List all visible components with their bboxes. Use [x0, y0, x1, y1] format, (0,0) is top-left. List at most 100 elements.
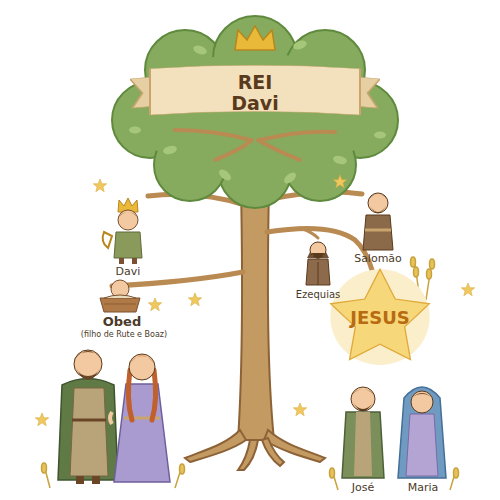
jose-figure-part — [351, 389, 375, 396]
figure-name: Davi — [116, 266, 141, 278]
rute-figure-part — [114, 384, 170, 482]
obed-figure-part — [100, 298, 140, 312]
davi-figure — [103, 198, 142, 264]
ezequias-figure — [306, 242, 330, 285]
sparkle-stars — [35, 175, 474, 426]
tree-foliage-part-part — [217, 167, 233, 182]
ezequias-figure-part — [310, 242, 326, 258]
figure-name: Maria — [408, 482, 439, 494]
tree-foliage-part-part — [175, 130, 250, 140]
tree-foliage-part-part — [292, 39, 308, 51]
crown-icon — [235, 26, 275, 50]
maria-figure-part — [398, 387, 446, 478]
figure-name: José — [352, 482, 374, 494]
tree-foliage-part-part — [129, 127, 141, 134]
wheat-decoration-part — [180, 464, 185, 474]
tree-foliage — [112, 16, 398, 208]
maria-figure — [398, 387, 446, 478]
sparkle-stars-part — [461, 283, 474, 296]
node-text-group: JESUS — [350, 308, 410, 328]
jose-figure-part — [342, 412, 384, 478]
davi-figure-part — [132, 258, 137, 264]
salomao-figure-part — [365, 229, 391, 232]
banner-title: REI Davi — [224, 72, 287, 114]
sparkle-stars-part — [333, 175, 346, 188]
tree-foliage-part — [112, 16, 398, 208]
wheat-decoration-part — [454, 468, 459, 478]
rute-figure — [110, 354, 170, 482]
figure-name: Ezequias — [296, 289, 341, 300]
rute-figure-part — [129, 354, 155, 380]
tree-trunk-part — [185, 430, 246, 462]
boaz-figure-part — [74, 351, 102, 360]
salomao-figure-part — [368, 193, 388, 213]
obed-figure-part — [104, 304, 136, 305]
jose-figure — [342, 387, 384, 478]
ribbon-band — [150, 65, 360, 115]
figure-note: (filho de Rute e Boaz) — [81, 331, 167, 340]
star-glow — [330, 269, 429, 365]
davi-figure-part — [118, 210, 138, 230]
figure-name: Obed — [103, 315, 141, 329]
figure-name: Salomão — [354, 253, 402, 265]
tree-branches-part — [300, 228, 318, 238]
boaz-figure-part — [92, 476, 100, 484]
wheat-decoration-part — [414, 267, 419, 277]
wheat-decoration-part — [330, 468, 335, 478]
tree-foliage-part-part — [258, 140, 300, 160]
salomao-figure-part — [368, 194, 388, 200]
salomao-figure — [363, 193, 393, 250]
node-text-group: REI Davi — [224, 72, 287, 114]
title-banner: REI Davi — [130, 64, 380, 122]
boaz-figure-part — [72, 419, 106, 422]
salomao-figure-part — [363, 215, 393, 250]
maria-figure-part — [412, 393, 432, 398]
rute-figure-part — [128, 370, 132, 420]
boaz-figure-part — [70, 388, 108, 476]
davi-figure-part — [103, 232, 112, 248]
davi-figure-part — [118, 212, 138, 218]
rute-figure-part — [152, 370, 156, 420]
sparkle-stars-part — [93, 179, 106, 192]
sparkle-stars-part — [293, 403, 306, 416]
wheat-decoration-part — [427, 269, 432, 279]
tree-foliage-part — [135, 53, 375, 177]
obed-figure — [100, 280, 140, 312]
wheat-decoration-part — [430, 259, 435, 269]
tree-foliage-part-part — [260, 132, 335, 140]
tree-foliage-part-part — [215, 140, 252, 160]
tree-foliage-part — [175, 130, 335, 160]
boaz-figure — [58, 350, 118, 484]
wheat-decoration-part — [411, 257, 416, 267]
star-label: JESUS — [350, 308, 410, 328]
jesus-star: JESUS — [326, 262, 434, 366]
ezequias-figure-part — [306, 259, 330, 285]
star-shape — [331, 269, 430, 359]
jose-figure-part — [354, 412, 372, 476]
tree-foliage-part-part — [332, 154, 348, 165]
maria-figure-part — [406, 414, 438, 476]
davi-figure-part — [114, 232, 142, 258]
ezequias-figure-part — [318, 262, 319, 285]
ezequias-figure-part — [311, 253, 325, 259]
tree-foliage-part-part — [162, 144, 178, 155]
davi-figure-part — [119, 258, 124, 264]
obed-figure-part — [104, 295, 136, 298]
tree-foliage-part-part — [374, 132, 386, 139]
boaz-figure-part — [76, 368, 100, 380]
jose-figure-part — [351, 387, 375, 411]
tree-foliage-part — [129, 39, 386, 186]
rute-figure-part — [110, 412, 112, 424]
tree-trunk-part — [262, 438, 284, 466]
boaz-figure-part — [76, 476, 84, 484]
tree-trunk-part — [238, 440, 258, 470]
sparkle-stars-part — [35, 413, 48, 426]
salomao-figure-part — [370, 206, 386, 213]
wheat-decoration — [42, 257, 459, 490]
boaz-figure-part — [58, 379, 118, 481]
wheat-decoration-part — [42, 463, 47, 473]
sparkle-stars-part — [188, 293, 201, 306]
rute-figure-part — [129, 356, 155, 366]
maria-figure-part — [411, 391, 433, 413]
